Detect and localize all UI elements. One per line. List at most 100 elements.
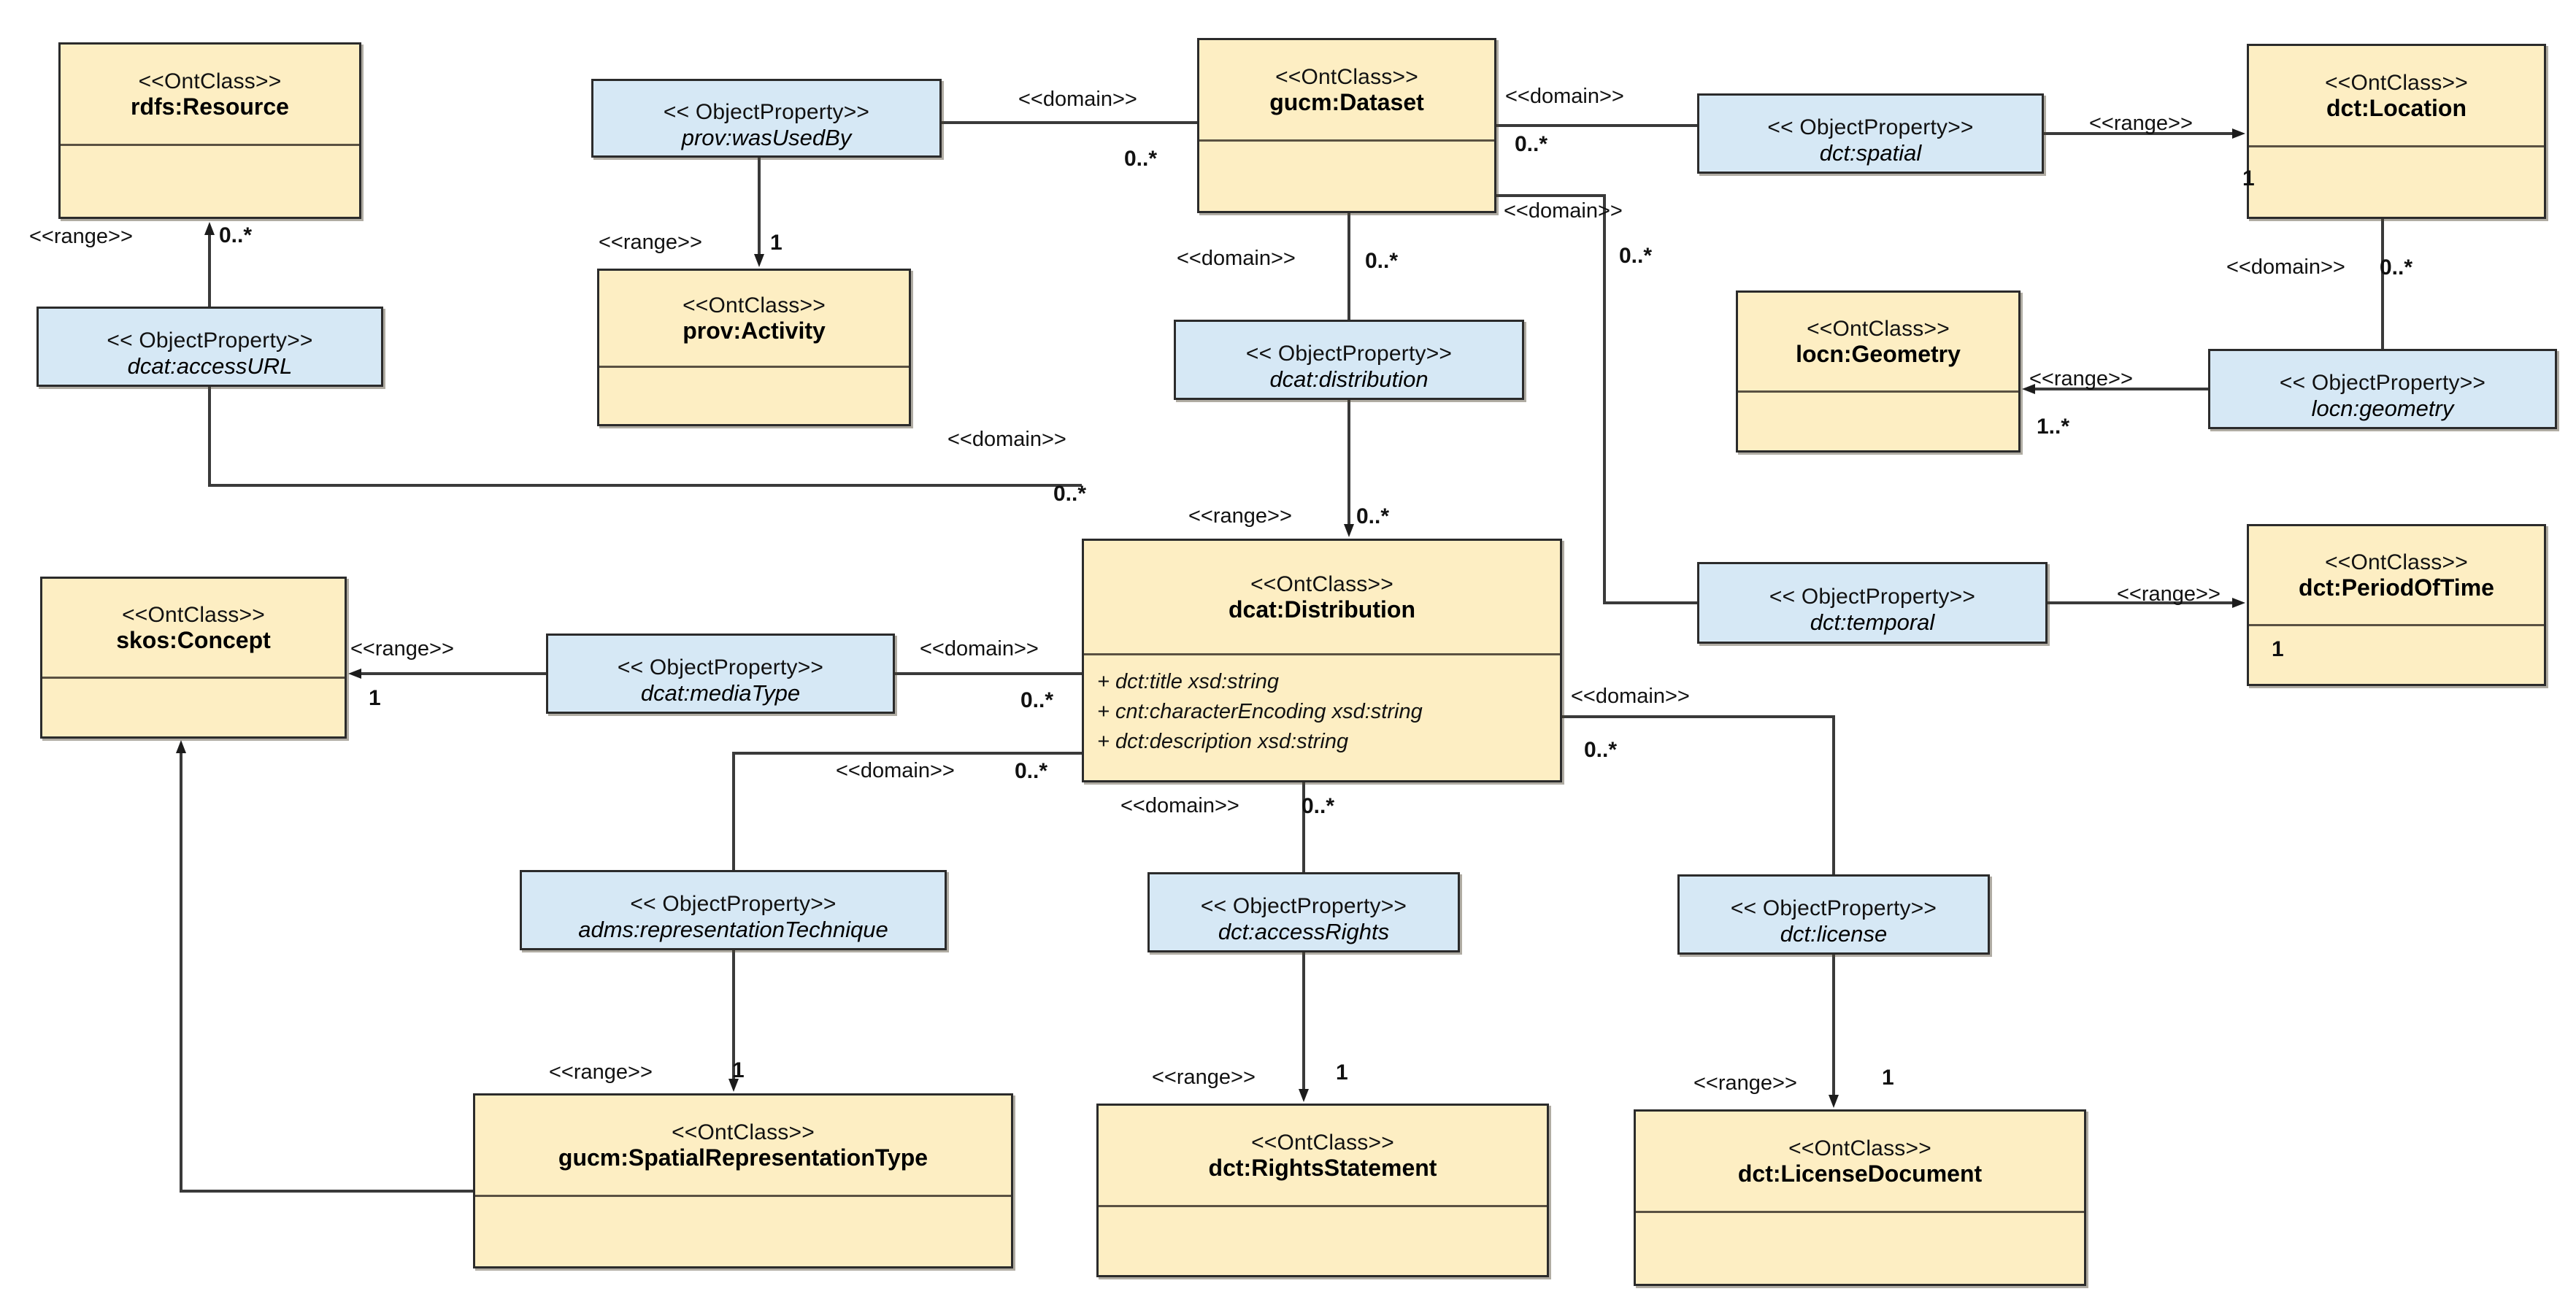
node-dct-spatial[interactable]: << ObjectProperty>> dct:spatial bbox=[1697, 93, 2044, 174]
divider bbox=[1738, 390, 2018, 393]
edge-label-range: <<range>> bbox=[29, 225, 133, 248]
stereotype-label: <<OntClass>> bbox=[683, 293, 826, 317]
node-dct-periodoftime[interactable]: <<OntClass>> dct:PeriodOfTime bbox=[2247, 524, 2546, 686]
class-name: dct:PeriodOfTime bbox=[2299, 574, 2494, 601]
property-name: dct:accessRights bbox=[1218, 918, 1390, 944]
node-header: <<OntClass>> skos:Concept bbox=[42, 579, 345, 677]
stereotype-label: <<OntClass>> bbox=[122, 602, 265, 627]
stereotype-label: << ObjectProperty>> bbox=[1769, 585, 1976, 609]
property-name: prov:wasUsedBy bbox=[681, 124, 852, 150]
node-header: <<OntClass>> dct:Location bbox=[2249, 46, 2544, 145]
edge-multiplicity: 1 bbox=[1882, 1066, 1894, 1090]
node-dct-rightsstatement[interactable]: <<OntClass>> dct:RightsStatement bbox=[1096, 1104, 1549, 1277]
node-skos-concept[interactable]: <<OntClass>> skos:Concept bbox=[40, 577, 347, 739]
class-name: skos:Concept bbox=[116, 627, 271, 654]
attributes-compartment bbox=[475, 1197, 1011, 1216]
node-prov-wasusedby[interactable]: << ObjectProperty>> prov:wasUsedBy bbox=[591, 79, 942, 158]
node-header: << ObjectProperty>> dct:accessRights bbox=[1150, 874, 1458, 963]
node-locn-geometry-property[interactable]: << ObjectProperty>> locn:geometry bbox=[2208, 349, 2557, 429]
node-gucm-dataset[interactable]: <<OntClass>> gucm:Dataset bbox=[1197, 38, 1496, 213]
node-dct-licensedocument[interactable]: <<OntClass>> dct:LicenseDocument bbox=[1634, 1109, 2086, 1286]
attributes-compartment bbox=[1199, 142, 1494, 161]
node-header: <<OntClass>> rdfs:Resource bbox=[61, 45, 359, 144]
node-dcat-accessurl[interactable]: << ObjectProperty>> dcat:accessURL bbox=[36, 307, 383, 387]
stereotype-label: <<OntClass>> bbox=[1275, 64, 1418, 89]
attributes-compartment bbox=[61, 146, 359, 165]
edge-multiplicity: 0..* bbox=[1302, 794, 1335, 818]
node-dct-accessrights[interactable]: << ObjectProperty>> dct:accessRights bbox=[1147, 872, 1460, 952]
edge-label-range: <<range>> bbox=[350, 637, 454, 661]
edge-multiplicity: 0..* bbox=[1020, 688, 1054, 712]
edge-label-domain: <<domain>> bbox=[1571, 685, 1690, 708]
edge-label-domain: <<domain>> bbox=[947, 428, 1066, 451]
edge-multiplicity: 1 bbox=[1336, 1060, 1348, 1085]
divider bbox=[2249, 624, 2544, 626]
edge-label-range: <<range>> bbox=[2089, 112, 2193, 135]
edge-multiplicity: 0..* bbox=[219, 223, 253, 247]
class-name: gucm:SpatialRepresentationType bbox=[558, 1144, 928, 1171]
stereotype-label: <<OntClass>> bbox=[1807, 316, 1950, 341]
node-header: <<OntClass>> prov:Activity bbox=[599, 271, 909, 366]
node-dcat-distribution[interactable]: <<OntClass>> dcat:Distribution + dct:tit… bbox=[1082, 539, 1562, 782]
edge-multiplicity: 0..* bbox=[2380, 255, 2413, 280]
divider bbox=[2249, 145, 2544, 147]
stereotype-label: <<OntClass>> bbox=[2325, 550, 2468, 574]
stereotype-label: << ObjectProperty>> bbox=[2279, 371, 2486, 396]
property-name: dcat:distribution bbox=[1269, 366, 1429, 392]
property-name: dcat:mediaType bbox=[640, 679, 801, 706]
divider bbox=[475, 1195, 1011, 1197]
stereotype-label: <<OntClass>> bbox=[1251, 1130, 1394, 1155]
divider bbox=[1199, 139, 1494, 142]
edge-label-domain: <<domain>> bbox=[836, 759, 955, 782]
class-name: prov:Activity bbox=[683, 317, 826, 344]
node-dcat-distribution-property[interactable]: << ObjectProperty>> dcat:distribution bbox=[1174, 320, 1524, 400]
stereotype-label: <<OntClass>> bbox=[2325, 70, 2468, 95]
edge-label-domain: <<domain>> bbox=[1505, 85, 1624, 108]
node-gucm-spatialrepresentationtype[interactable]: <<OntClass>> gucm:SpatialRepresentationT… bbox=[473, 1093, 1013, 1268]
node-dct-temporal[interactable]: << ObjectProperty>> dct:temporal bbox=[1697, 562, 2048, 644]
edge-multiplicity: 0..* bbox=[1356, 504, 1390, 528]
edge-multiplicity: 1 bbox=[2272, 637, 2284, 661]
edge-multiplicity: 1..* bbox=[2037, 415, 2070, 439]
edge-label-range: <<range>> bbox=[599, 231, 702, 254]
edge-label-domain: <<domain>> bbox=[1504, 199, 1623, 223]
node-dct-license[interactable]: << ObjectProperty>> dct:license bbox=[1677, 874, 1990, 955]
node-header: <<OntClass>> dct:LicenseDocument bbox=[1636, 1112, 2084, 1211]
node-dct-location[interactable]: <<OntClass>> dct:Location bbox=[2247, 44, 2546, 219]
property-name: dct:temporal bbox=[1810, 609, 1935, 635]
attributes-compartment bbox=[2249, 147, 2544, 166]
node-adms-representationtechnique[interactable]: << ObjectProperty>> adms:representationT… bbox=[520, 870, 947, 950]
edge-multiplicity: 0..* bbox=[1015, 759, 1048, 783]
stereotype-label: << ObjectProperty>> bbox=[107, 328, 313, 353]
attributes-compartment: + dct:title xsd:string + cnt:characterEn… bbox=[1084, 655, 1560, 765]
node-rdfs-resource[interactable]: <<OntClass>> rdfs:Resource bbox=[58, 42, 361, 219]
attribute-row: + cnt:characterEncoding xsd:string bbox=[1097, 700, 1423, 724]
class-name: dct:RightsStatement bbox=[1208, 1155, 1437, 1182]
node-header: <<OntClass>> dct:PeriodOfTime bbox=[2249, 526, 2544, 624]
divider bbox=[1636, 1211, 2084, 1213]
edge-multiplicity: 0..* bbox=[1053, 482, 1087, 506]
node-header: <<OntClass>> dct:RightsStatement bbox=[1099, 1106, 1547, 1205]
attributes-compartment bbox=[1099, 1207, 1547, 1226]
node-dcat-mediatype[interactable]: << ObjectProperty>> dcat:mediaType bbox=[546, 634, 895, 714]
stereotype-label: << ObjectProperty>> bbox=[1730, 896, 1937, 921]
edge-multiplicity: 1 bbox=[770, 231, 783, 255]
stereotype-label: <<OntClass>> bbox=[672, 1120, 815, 1144]
edge-multiplicity: 1 bbox=[732, 1058, 745, 1082]
edge-multiplicity: 0..* bbox=[1515, 132, 1548, 156]
stereotype-label: <<OntClass>> bbox=[1250, 571, 1393, 596]
divider bbox=[61, 144, 359, 146]
stereotype-label: <<OntClass>> bbox=[1788, 1136, 1931, 1160]
node-header: << ObjectProperty>> adms:representationT… bbox=[522, 872, 945, 961]
node-prov-activity[interactable]: <<OntClass>> prov:Activity bbox=[597, 269, 911, 426]
edge-spatialreptype-concept bbox=[176, 740, 473, 1193]
edge-label-domain: <<domain>> bbox=[920, 637, 1039, 661]
node-header: <<OntClass>> locn:Geometry bbox=[1738, 293, 2018, 390]
attributes-compartment bbox=[2249, 626, 2544, 645]
node-header: << ObjectProperty>> dcat:mediaType bbox=[548, 636, 893, 725]
edge-multiplicity: 0..* bbox=[1365, 249, 1399, 273]
class-name: rdfs:Resource bbox=[131, 93, 289, 120]
node-locn-geometry-class[interactable]: <<OntClass>> locn:Geometry bbox=[1736, 290, 2021, 453]
node-header: <<OntClass>> dcat:Distribution bbox=[1084, 541, 1560, 653]
node-header: << ObjectProperty>> prov:wasUsedBy bbox=[593, 81, 939, 169]
